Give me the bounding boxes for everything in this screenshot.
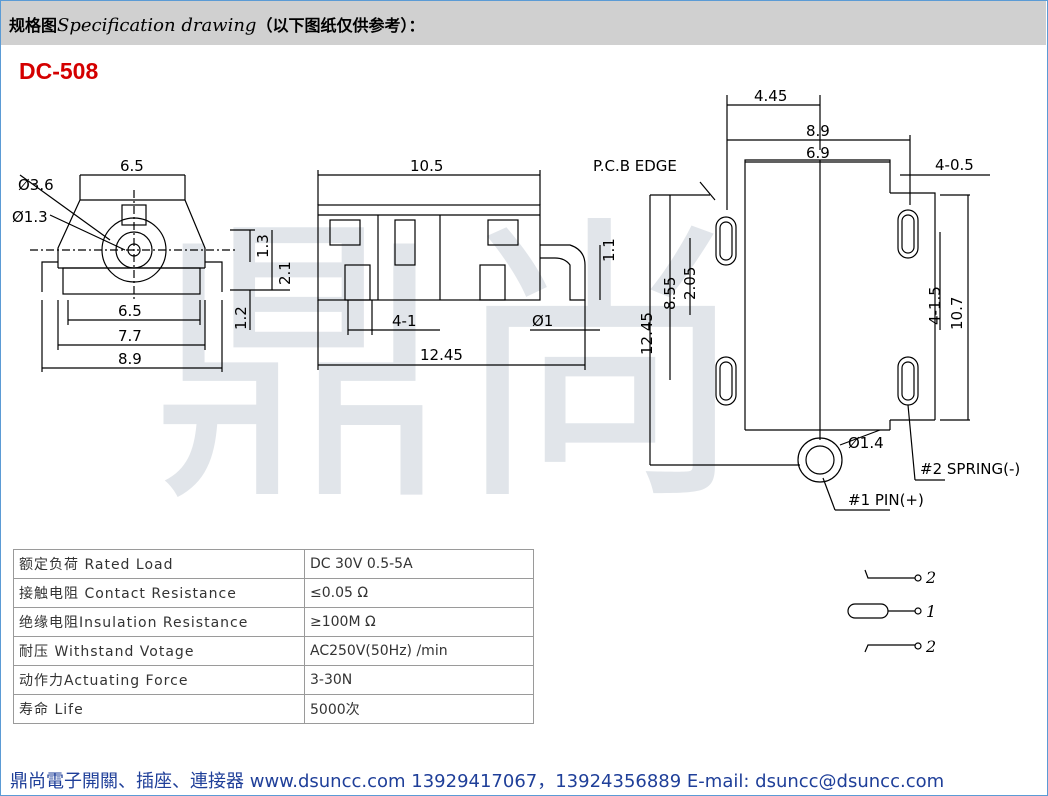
spec-value: 5000次 — [304, 694, 534, 724]
spec-key: 耐压 Withstand Votage — [13, 636, 305, 666]
spec-key: 接触电阻 Contact Resistance — [13, 578, 305, 608]
label-spring: #2 SPRING(-) — [920, 460, 1020, 478]
table-row: 接触电阻 Contact Resistance≤0.05 Ω — [13, 578, 534, 608]
table-row: 绝缘电阻Insulation Resistance≥100M Ω — [13, 607, 534, 637]
dim-pcb-slot-width: 4-0.5 — [935, 156, 974, 174]
dim-pcb-slot-length: 4-1.5 — [926, 286, 944, 325]
dim-front-total-width: 8.9 — [118, 350, 142, 368]
spec-value: ≥100M Ω — [304, 607, 534, 637]
schematic-label-spring-bottom: 2 — [925, 637, 936, 656]
dim-side-pins: 4-1 — [392, 312, 417, 330]
schematic-label-spring-top: 2 — [925, 568, 936, 587]
dim-front-inner-width: 6.5 — [118, 302, 142, 320]
header-suffix: （以下图纸仅供参考）： — [256, 16, 425, 35]
spec-value: AC250V(50Hz) /min — [304, 636, 534, 666]
spec-key: 寿命 Life — [13, 694, 305, 724]
dim-front-body-width: 7.7 — [118, 327, 142, 345]
dim-pcb-slot-spacing: 2.05 — [681, 267, 699, 300]
header-title: 规格图Specification drawing（以下图纸仅供参考）： — [9, 12, 424, 36]
schematic-symbol — [847, 569, 922, 653]
dim-side-total: 12.45 — [420, 346, 463, 364]
dim-front-width: 6.5 — [120, 157, 144, 175]
front-view — [19, 174, 290, 372]
footer-contact: 鼎尚電子開關、插座、連接器 www.dsuncc.com 13929417067… — [10, 771, 945, 792]
spec-value: ≤0.05 Ω — [304, 578, 534, 608]
dim-front-center-h: 1.3 — [254, 234, 272, 258]
dim-pcb-slot-pitch: 8.55 — [661, 277, 679, 310]
model-number: DC-508 — [19, 58, 99, 84]
spec-value: DC 30V 0.5-5A — [304, 549, 534, 579]
pcb-layout — [649, 95, 990, 511]
pcb-edge-label: P.C.B EDGE — [593, 157, 677, 175]
label-pin: #1 PIN(+) — [848, 491, 924, 509]
dim-pcb-inner-width: 6.9 — [806, 144, 830, 162]
spec-key: 绝缘电阻Insulation Resistance — [13, 607, 305, 637]
schematic-label-pin: 1 — [926, 602, 936, 621]
dim-front-inner-dia: Ø1.3 — [12, 208, 48, 226]
spec-value: 3-30N — [304, 665, 534, 695]
dim-pcb-offset: 4.45 — [754, 87, 787, 105]
watermark: 鼎尚 — [150, 192, 750, 541]
dim-side-pin-h: 1.1 — [600, 238, 618, 262]
header-prefix: 规格图 — [9, 16, 58, 35]
side-view — [317, 170, 601, 370]
dim-pcb-width: 8.9 — [806, 122, 830, 140]
dim-pcb-pin-dia: Ø1.4 — [848, 434, 884, 452]
dim-pcb-height: 10.7 — [948, 297, 966, 330]
spec-key: 动作力Actuating Force — [13, 665, 305, 695]
dim-pcb-total-height: 12.45 — [638, 312, 656, 355]
header-bar: 规格图Specification drawing（以下图纸仅供参考）： — [1, 1, 1046, 45]
dim-front-base-h: 1.2 — [232, 306, 250, 330]
spec-key: 额定负荷 Rated Load — [13, 549, 305, 579]
dim-front-outer-dia: Ø3.6 — [18, 176, 54, 194]
dim-front-top-h: 2.1 — [276, 261, 294, 285]
header-title-en: Specification drawing — [57, 15, 257, 36]
dim-side-pin-dia: Ø1 — [532, 312, 553, 330]
dim-side-length: 10.5 — [410, 157, 443, 175]
